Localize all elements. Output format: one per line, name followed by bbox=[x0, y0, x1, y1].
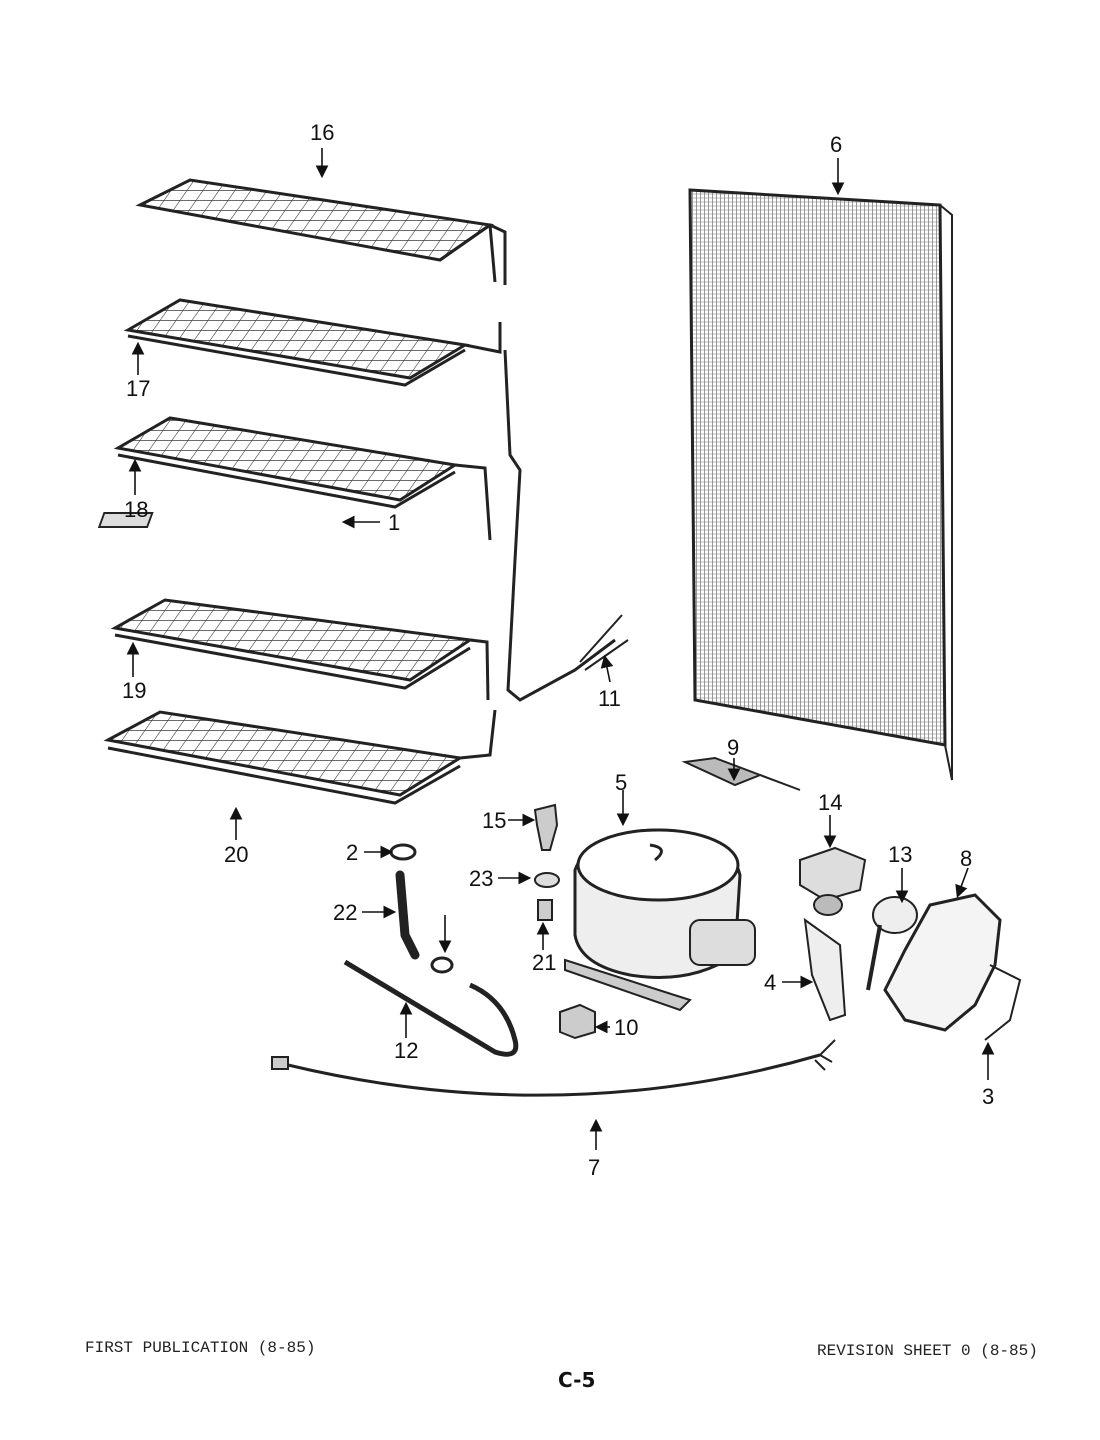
callout-15: 15 bbox=[482, 808, 506, 833]
callout-9: 9 bbox=[727, 735, 739, 760]
part-23-drawing bbox=[534, 872, 560, 888]
callout-19: 19 bbox=[122, 678, 146, 703]
compressor-5 bbox=[564, 828, 756, 1012]
part-1-drawing bbox=[97, 512, 154, 528]
callout-3: 3 bbox=[982, 1084, 994, 1109]
callout-12: 12 bbox=[394, 1038, 418, 1063]
callout-8: 8 bbox=[960, 846, 972, 871]
evaporator-shelf-16 bbox=[135, 178, 507, 285]
part-7-drawing bbox=[271, 1039, 836, 1097]
callout-18: 18 bbox=[124, 497, 148, 522]
part-22-drawing bbox=[395, 870, 420, 960]
part-2-drawing bbox=[389, 843, 417, 861]
evaporator-tubing bbox=[503, 349, 616, 702]
page-number: C-5 bbox=[558, 1368, 596, 1392]
leader-lines bbox=[126, 148, 995, 1150]
callout-4: 4 bbox=[764, 970, 776, 995]
callout-11: 11 bbox=[598, 686, 621, 711]
callout-labels: 1 2 3 4 5 6 7 8 9 10 11 12 13 14 15 16 1… bbox=[122, 120, 994, 1180]
evaporator-shelf-20 bbox=[103, 709, 497, 805]
first-publication-note: FIRST PUBLICATION (8-85) bbox=[85, 1339, 316, 1357]
callout-21: 21 bbox=[532, 950, 556, 975]
callout-23: 23 bbox=[469, 866, 493, 891]
callout-20: 20 bbox=[224, 842, 248, 867]
part-21-drawing bbox=[537, 899, 553, 921]
evaporator-shelf-18 bbox=[113, 416, 492, 541]
dryer-9 bbox=[681, 756, 801, 791]
callout-13: 13 bbox=[888, 842, 912, 867]
callout-6: 6 bbox=[830, 132, 842, 157]
evaporator-shelf-17 bbox=[123, 298, 502, 387]
revision-sheet-note: REVISION SHEET 0 (8-85) bbox=[817, 1342, 1038, 1360]
part-3-drawing bbox=[984, 964, 1022, 1041]
callout-17: 17 bbox=[126, 376, 150, 401]
callout-1: 1 bbox=[388, 510, 400, 535]
part-4-drawing bbox=[803, 917, 847, 1022]
callout-10: 10 bbox=[614, 1015, 638, 1040]
part-14-drawing bbox=[799, 846, 867, 916]
callout-7: 7 bbox=[588, 1155, 600, 1180]
callout-16: 16 bbox=[310, 120, 334, 145]
evaporator-shelf-19 bbox=[110, 598, 490, 701]
clamp-drawing bbox=[430, 956, 454, 974]
part-10-drawing bbox=[559, 1003, 596, 1040]
part-12-drawing bbox=[343, 959, 519, 1057]
callout-14: 14 bbox=[818, 790, 842, 815]
callout-5: 5 bbox=[615, 770, 627, 795]
part-15-drawing bbox=[533, 803, 559, 851]
part-13-drawing bbox=[866, 896, 918, 991]
condenser-6 bbox=[688, 188, 953, 781]
callout-22: 22 bbox=[333, 900, 357, 925]
part-8-drawing bbox=[883, 893, 1002, 1032]
callout-2: 2 bbox=[346, 840, 358, 865]
